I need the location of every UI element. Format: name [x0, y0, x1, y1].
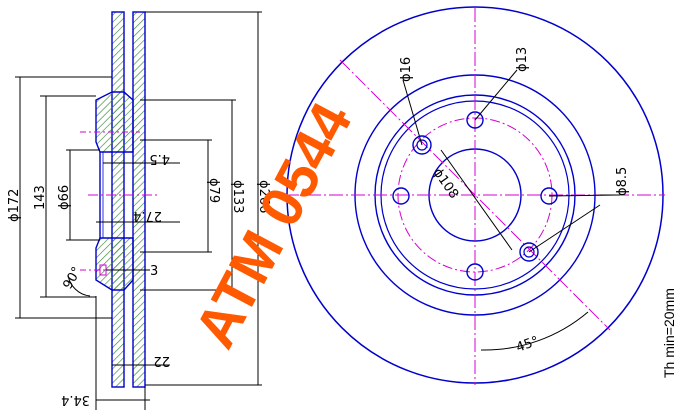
dim-hole-16: ϕ16	[399, 57, 414, 82]
section-view: ϕ172 143 ϕ66 ϕ79 ϕ133 ϕ266 4.5 27.4 3 22…	[7, 11, 271, 410]
dim-diameter-66: ϕ66	[57, 185, 72, 210]
dim-4-5: 4.5	[149, 151, 170, 166]
dim-27-4: 27.4	[133, 208, 162, 223]
bolt-hole	[466, 111, 484, 129]
dim-angle-90: 90°	[60, 265, 85, 292]
dim-22: 22	[153, 353, 170, 368]
plan-center-diag	[339, 59, 611, 331]
threaded-hole	[523, 246, 535, 258]
threaded-hole	[519, 242, 539, 262]
dim-diameter-79: ϕ79	[206, 178, 221, 203]
threaded-hole	[412, 135, 432, 155]
plan-view: ϕ16 ϕ13 ϕ108 ϕ8.5 45° Th min=20mm	[285, 6, 677, 385]
dim-diameter-266: ϕ266	[256, 180, 271, 213]
hub-profile-bottom	[95, 237, 134, 291]
dim-angle-45: 45°	[514, 334, 541, 356]
dim-diameter-172: ϕ172	[7, 189, 22, 222]
thickness-min-label: Th min=20mm	[661, 288, 677, 378]
bolt-hole	[466, 263, 484, 281]
dim-34-4: 34.4	[61, 392, 90, 407]
dim-hole-8-5: ϕ8.5	[615, 167, 630, 196]
dim-diameter-133: ϕ133	[230, 180, 245, 213]
hub-profile-top	[95, 91, 134, 153]
dim-143: 143	[33, 185, 48, 210]
threaded-hole	[416, 139, 428, 151]
hatch-plate-left	[111, 11, 125, 388]
dim-hole-13: ϕ13	[515, 47, 530, 72]
bolt-hole	[392, 187, 410, 205]
hatch-plate-right	[132, 11, 146, 388]
dim-3: 3	[150, 264, 158, 279]
angle-arc	[67, 274, 91, 297]
brand-watermark: ATM 0544	[182, 92, 364, 358]
